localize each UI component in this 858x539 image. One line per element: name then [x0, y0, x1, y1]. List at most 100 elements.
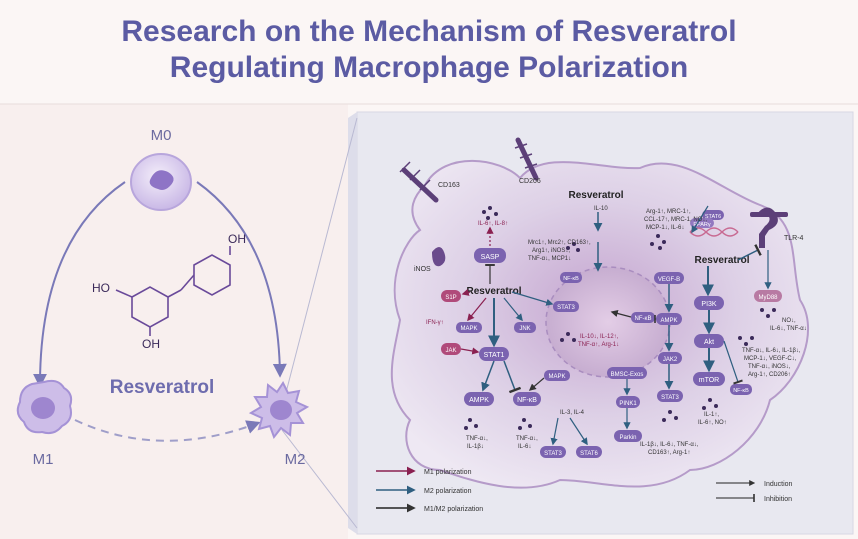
svg-text:AMPK: AMPK — [469, 397, 489, 404]
svg-text:STAT6: STAT6 — [580, 451, 598, 457]
cd163-receptor — [399, 161, 439, 203]
node-nfkb-right: NF-κB — [730, 384, 752, 395]
node-ampk-mid: AMPK — [656, 313, 682, 325]
node-stat3-mid: STAT3 — [657, 390, 683, 402]
arrow-m1-to-m2 — [74, 419, 261, 442]
inos-label: iNOS — [414, 266, 431, 273]
il10-label: IL-10 — [594, 206, 608, 212]
svg-text:MAPK: MAPK — [548, 374, 565, 380]
svg-text:NF-κB: NF-κB — [517, 397, 537, 404]
node-stat3-top: STAT3 — [553, 301, 579, 312]
legend-m1m2-label: M1/M2 polarization — [424, 506, 483, 513]
svg-text:VEGF-B: VEGF-B — [658, 277, 680, 283]
node-stat3-bottom: STAT3 — [540, 446, 566, 458]
svg-text:JNK: JNK — [519, 326, 530, 332]
cytokine-dots — [464, 206, 776, 430]
node-mapk-left: MAPK — [456, 322, 482, 333]
svg-text:PI3K: PI3K — [701, 301, 717, 308]
stat3-bottom-output-text: IL-1β↓, IL-6↓, TNF-α↓, CD163↑, Arg-1↑ — [640, 442, 700, 456]
oh-top: OH — [228, 232, 246, 246]
svg-text:STAT1: STAT1 — [484, 352, 505, 359]
svg-text:mTOR: mTOR — [699, 377, 719, 384]
tlr4-receptor — [750, 207, 788, 248]
m1-nucleus — [31, 397, 55, 419]
svg-text:STAT3: STAT3 — [661, 395, 679, 401]
node-sasp: SASP — [474, 248, 506, 263]
node-ampk-left: AMPK — [464, 392, 494, 406]
oh-bottom: OH — [142, 337, 160, 351]
node-s1p: S1P — [441, 290, 461, 302]
node-mtor: mTOR — [693, 372, 725, 386]
svg-text:JAK: JAK — [445, 348, 456, 354]
node-myd88: MyD88 — [754, 290, 782, 302]
m1-label: M1 — [33, 451, 54, 468]
cd163-label: CD163 — [438, 182, 460, 189]
node-stat6-bottom: STAT6 — [576, 446, 602, 458]
resveratrol-right: Resveratrol — [694, 255, 749, 266]
zoom-line-top — [281, 117, 358, 409]
m0-nucleus — [149, 170, 174, 190]
node-vegfb: VEGF-B — [654, 272, 684, 284]
akt-output-text: TNF-α↓, IL-6↓, IL-1β↓, MCP-1↓, VEGF-C↓, … — [742, 348, 802, 378]
svg-text:NF-κB: NF-κB — [635, 316, 652, 322]
node-pink1: PINK1 — [616, 396, 640, 408]
node-nfkb-mid: NF-κB — [631, 312, 655, 323]
svg-text:STAT6: STAT6 — [705, 214, 721, 220]
svg-text:PINK1: PINK1 — [619, 401, 637, 407]
m2-nucleus — [270, 400, 292, 420]
nfkb-output-text: TNF-α↓, IL-6↓ — [516, 436, 539, 450]
myd88-output-text: NO↓, IL-6↓, TNF-α↓ — [770, 318, 807, 332]
panel-bevel — [348, 112, 357, 534]
node-bmsc-exos: BMSC-Exos — [607, 367, 647, 379]
resveratrol-structure — [115, 246, 231, 336]
zoom-line-bottom — [281, 429, 358, 529]
svg-text:BMSC-Exos: BMSC-Exos — [611, 372, 644, 378]
svg-text:STAT3: STAT3 — [557, 305, 575, 311]
svg-text:SASP: SASP — [481, 254, 500, 261]
figure-title: Research on the Mechanism of Resveratrol… — [0, 14, 858, 86]
arrow-m0-to-m2 — [196, 181, 287, 378]
m2-macrophage — [248, 381, 310, 440]
stat3-mid-output-text: IL-10↓, IL-12↑, TNF-α↑, Arg-1↓ — [578, 334, 620, 348]
node-stat6-top: STAT6 — [702, 210, 724, 220]
cd206-label: CD206 — [519, 178, 541, 185]
svg-text:S1P: S1P — [445, 295, 456, 301]
node-mapk-mid: MAPK — [544, 370, 570, 381]
m2-label: M2 — [285, 451, 306, 468]
node-stat1: STAT1 — [479, 347, 509, 361]
node-nfkb-left: NF-κB — [513, 392, 541, 406]
title-line-1: Research on the Mechanism of Resveratrol — [121, 15, 737, 48]
node-pi3k: PI3K — [694, 296, 724, 310]
svg-text:MAPK: MAPK — [460, 326, 477, 332]
node-jnk: JNK — [514, 322, 536, 333]
node-parkin: Parkin — [614, 430, 642, 442]
resveratrol-left: Resveratrol — [466, 286, 521, 297]
svg-text:MyD88: MyD88 — [758, 295, 778, 301]
node-akt: Akt — [694, 334, 724, 348]
il3-il4-label: IL-3, IL-4 — [560, 410, 585, 416]
ampk-output-text: TNF-α↓, IL-1β↓ — [466, 436, 489, 450]
m1-macrophage — [16, 379, 73, 435]
resveratrol-label: Resveratrol — [110, 377, 215, 398]
node-jak2: JAK2 — [658, 352, 682, 364]
stat6-markers-text: Arg-1↑, MRC-1↑, CCL-17↑, MRC-1, NO↓, MCP… — [644, 209, 709, 231]
cd206-receptor — [514, 137, 539, 181]
pathway-arrows — [460, 205, 772, 446]
resveratrol-top: Resveratrol — [568, 190, 623, 201]
inos-receptor — [432, 247, 446, 267]
svg-text:NF-κB: NF-κB — [563, 276, 579, 282]
legend-inhibition-label: Inhibition — [764, 496, 792, 503]
m2-markers-text: Mrc1↑, Mrc2↑, CD163↑, Arg1↑, iNOS↓, TNF-… — [528, 240, 592, 262]
ifn-label: IFN-γ↑ — [426, 320, 444, 326]
svg-text:PPARγ: PPARγ — [693, 222, 711, 228]
arrow-m0-to-m1 — [33, 181, 126, 388]
svg-text:STAT3: STAT3 — [544, 451, 562, 457]
il6-il8-label: IL-6↑, IL-8↑ — [478, 221, 508, 227]
svg-text:JAK2: JAK2 — [663, 357, 678, 363]
title-line-2: Regulating Macrophage Polarization — [169, 51, 689, 84]
mtor-output-text: IL-1↑, IL-6↑, NO↑ — [698, 412, 727, 426]
tlr4-label: TLR-4 — [784, 235, 804, 242]
oh-left: HO — [92, 281, 110, 295]
